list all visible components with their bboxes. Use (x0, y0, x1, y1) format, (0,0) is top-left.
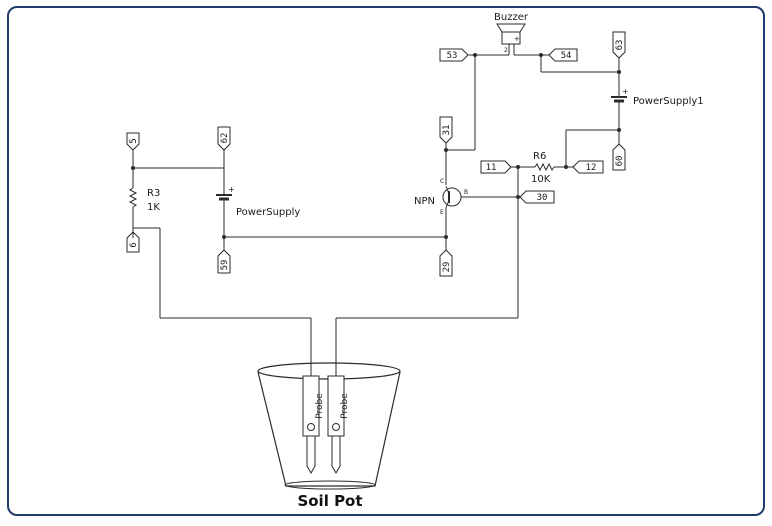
net-tag-12-label: 12 (586, 163, 597, 173)
r3-branch: 5 R3 1K 6 (126, 132, 312, 376)
resistor-r3 (128, 187, 138, 208)
net-tag-5: 5 (126, 132, 140, 151)
powersupply-plus: + (228, 185, 235, 194)
net-tag-59-label: 59 (220, 260, 230, 271)
buzzer-plus: + (514, 35, 520, 43)
net-tag-53: 53 (439, 48, 469, 62)
net-tag-54-label: 54 (561, 51, 572, 61)
powersupply-branch: 62 + PowerSupply 59 (216, 126, 446, 274)
npn-pin-b: B (464, 189, 468, 196)
npn-pin-e: E (440, 209, 444, 216)
net-tag-31: 31 (439, 116, 453, 144)
r6-branch: 11 R6 10K 12 30 (335, 129, 619, 376)
net-tag-6: 6 (126, 231, 140, 253)
r6-value: 10K (531, 174, 551, 185)
powersupply-label: PowerSupply (236, 207, 300, 218)
buzzer-pin2: 2 (504, 47, 508, 54)
soil-pot-base (284, 480, 376, 490)
net-tag-63: 63 (612, 31, 626, 59)
r6-label: R6 (533, 151, 546, 162)
npn-transistor-symbol (442, 187, 462, 207)
net-tag-60-label: 60 (615, 156, 625, 167)
probe-right-label: Probe (340, 393, 350, 419)
r3-label: R3 (147, 188, 160, 199)
net-tag-30: 30 (519, 190, 555, 204)
diagram-frame (7, 6, 765, 516)
npn-transistor-block: 31 NPN C B E 29 (414, 55, 520, 277)
net-tag-60: 60 (612, 143, 626, 171)
probe-right: Probe (327, 375, 350, 475)
powersupply1-block: 63 + PowerSupply1 60 (611, 31, 704, 171)
net-tag-6-label: 6 (129, 242, 139, 247)
soil-pot-label: Soil Pot (297, 492, 362, 510)
net-tag-29: 29 (439, 249, 453, 277)
powersupply1-label: PowerSupply1 (633, 96, 704, 107)
powersupply1-plus: + (622, 87, 629, 96)
net-tag-54: 54 (548, 48, 578, 62)
net-tag-29-label: 29 (442, 262, 452, 273)
soil-pot-body (257, 371, 401, 487)
soil-pot: Probe Probe Soil Pot (257, 362, 401, 510)
npn-label: NPN (414, 196, 435, 207)
net-tag-31-label: 31 (442, 125, 452, 136)
net-tag-59: 59 (217, 249, 231, 274)
net-tag-30-label: 30 (537, 193, 548, 203)
npn-pin-c: C (440, 178, 444, 185)
net-tag-11-label: 11 (486, 163, 497, 173)
resistor-r6 (534, 162, 555, 172)
net-tag-62-label: 62 (220, 133, 230, 144)
probe-left-label: Probe (315, 393, 325, 419)
r3-value: 1K (147, 202, 160, 213)
buzzer-icon (496, 23, 526, 33)
net-tag-63-label: 63 (615, 40, 625, 51)
net-tag-5-label: 5 (129, 138, 139, 143)
net-tag-53-label: 53 (447, 51, 458, 61)
net-tag-12: 12 (572, 160, 604, 174)
buzzer-label: Buzzer (494, 12, 529, 23)
net-tag-11: 11 (480, 160, 512, 174)
net-tag-62: 62 (217, 126, 231, 151)
probe-left: Probe (302, 375, 325, 475)
buzzer-block: Buzzer 2 + 53 54 (439, 12, 619, 73)
